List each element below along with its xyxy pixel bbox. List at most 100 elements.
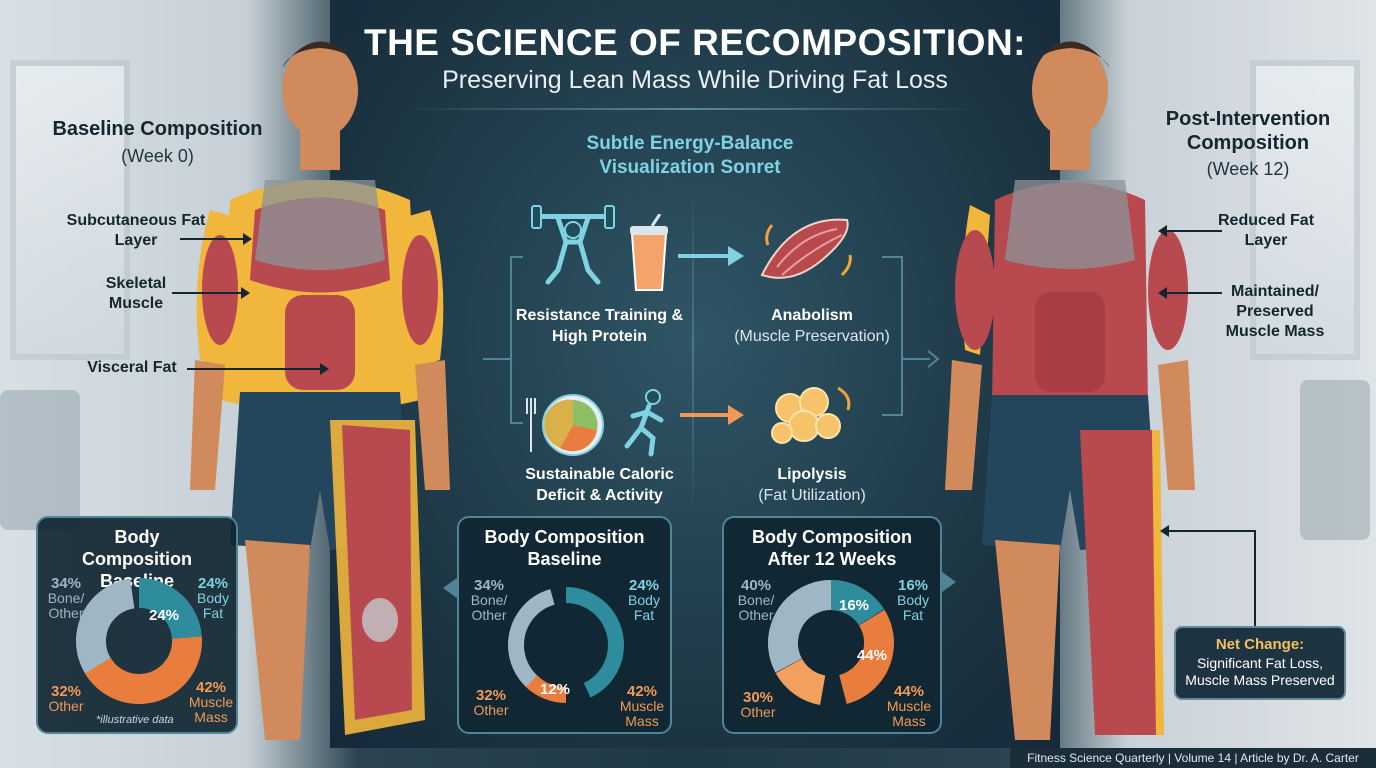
value: 32% <box>50 683 82 700</box>
pct-muscle-left: 42%Muscle Mass <box>186 680 236 725</box>
label-preserved-muscle: Maintained/ Preserved Muscle Mass <box>1225 283 1325 340</box>
pct-fat-middle: 24%Body Fat <box>621 578 667 623</box>
arrow-training-to-anabolism <box>678 254 730 258</box>
pct-muscle-middle: 42%Muscle Mass <box>617 684 667 729</box>
page-title: THE SCIENCE OF RECOMPOSITION: <box>363 22 1027 63</box>
section-label: Subtle Energy-Balance Visualization Sonr… <box>586 133 794 178</box>
arrow-reduced-fat <box>1158 225 1222 237</box>
value: 32% <box>475 687 507 704</box>
pct-fat-inner-right: 16% <box>838 597 870 614</box>
center-divider <box>692 185 694 515</box>
pct-other-middle: 32%Other <box>469 688 513 718</box>
value: 44% <box>893 683 925 700</box>
net-change-title: Net Change: <box>1215 636 1305 653</box>
value: 42% <box>626 683 658 700</box>
fat-cells-icon <box>771 386 851 444</box>
composition-card-baseline-left: Body Composition Baseline 34%Bone/ Other… <box>36 516 238 734</box>
arrow-visceral-fat <box>187 363 329 375</box>
value: 16% <box>897 577 929 594</box>
value: 40% <box>740 577 772 594</box>
pct-muscle-inner-right: 44% <box>856 647 888 664</box>
label-skeletal-muscle: Skeletal Muscle <box>105 275 167 312</box>
food-plate-icon <box>526 394 604 456</box>
donut-chart-baseline-middle <box>508 587 624 703</box>
value: 34% <box>473 577 505 594</box>
label: Body Fat <box>897 592 929 623</box>
title-divider <box>400 108 980 110</box>
label: Other <box>473 702 509 718</box>
baseline-body-figure <box>190 41 450 740</box>
label-lipolysis: Lipolysis (Fat Utilization) <box>712 464 912 506</box>
baseline-title: Baseline Composition <box>52 118 263 140</box>
pct-fat-inner-left: 24% <box>148 607 180 624</box>
arrow-deficit-to-lipolysis <box>680 413 730 417</box>
value: 30% <box>742 689 774 706</box>
value: 24% <box>197 575 229 592</box>
post-intervention-body-figure <box>945 41 1195 740</box>
value: 24% <box>628 577 660 594</box>
weightlifting-icon <box>531 205 615 285</box>
value: 34% <box>50 575 82 592</box>
net-change-pointer <box>1254 530 1256 626</box>
muscle-fiber-icon <box>760 218 852 279</box>
label-resistance-training: Resistance Training & High Protein <box>515 307 684 345</box>
value: 42% <box>195 679 227 696</box>
label: Other <box>48 698 84 714</box>
label: Muscle Mass <box>619 698 665 729</box>
pct-other-right: 30%Other <box>736 690 780 720</box>
label: Bone/ Other <box>47 590 85 621</box>
label: Bone/ Other <box>737 592 775 623</box>
net-change-pointer-arrow <box>1160 525 1254 537</box>
background-window-right <box>1250 60 1360 360</box>
background-treadmill-left <box>0 390 80 530</box>
pct-fat-right: 16%Body Fat <box>890 578 936 623</box>
post-intervention-week: (Week 12) <box>1206 159 1290 179</box>
pct-muscle-right: 44%Muscle Mass <box>884 684 934 729</box>
anabolism-title: Anabolism <box>771 307 853 324</box>
runner-icon <box>624 389 664 457</box>
background-treadmill-right <box>1300 380 1370 540</box>
lipolysis-title: Lipolysis <box>777 466 847 483</box>
page-subtitle: Preserving Lean Mass While Driving Fat L… <box>442 66 948 94</box>
pct-fat-left: 24%Body Fat <box>190 576 236 621</box>
donut-chart-baseline-left <box>76 578 202 704</box>
label-reduced-fat: Reduced Fat Layer <box>1218 212 1315 249</box>
arrow-subcutaneous-fat <box>180 233 252 245</box>
left-flow-bracket <box>483 256 523 424</box>
right-card-pointer <box>942 572 956 592</box>
middle-card-pointer <box>443 578 457 598</box>
label-anabolism: Anabolism (Muscle Preservation) <box>712 305 912 347</box>
pct-bone-right: 40%Bone/ Other <box>734 578 778 623</box>
illustrative-data-note: *illustrative data <box>96 714 174 726</box>
card-title: Body Composition Baseline <box>484 527 645 569</box>
baseline-week: (Week 0) <box>121 146 194 166</box>
pct-bone-middle: 34%Bone/ Other <box>467 578 511 623</box>
label-caloric-deficit: Sustainable Caloric Deficit & Activity <box>525 466 674 504</box>
label-subcutaneous-fat: Subcutaneous Fat Layer <box>66 212 206 249</box>
label: Bone/ Other <box>470 592 508 623</box>
net-change-text: Significant Fat Loss, Muscle Mass Preser… <box>1185 655 1335 688</box>
anabolism-subtitle: (Muscle Preservation) <box>734 328 890 345</box>
label: Body Fat <box>197 590 229 621</box>
lipolysis-subtitle: (Fat Utilization) <box>758 487 866 504</box>
protein-shaker-icon <box>630 214 668 291</box>
label-visceral-fat: Visceral Fat <box>87 359 177 376</box>
label: Other <box>740 704 776 720</box>
arrow-deficit-to-lipolysis-head <box>728 405 744 425</box>
footer-credit: Fitness Science Quarterly | Volume 14 | … <box>1010 748 1376 768</box>
post-intervention-title: Post-Intervention Composition <box>1165 108 1331 154</box>
arrow-preserved-muscle <box>1158 287 1222 299</box>
label: Muscle Mass <box>886 698 932 729</box>
composition-card-baseline-middle: Body Composition Baseline 34%Bone/ Other… <box>457 516 672 734</box>
pct-other-left: 32%Other <box>44 684 88 714</box>
composition-card-after-12-weeks: Body Composition After 12 Weeks 40%Bone/… <box>722 516 942 734</box>
arrow-training-to-anabolism-head <box>728 246 744 266</box>
card-title: Body Composition After 12 Weeks <box>752 527 912 569</box>
pct-inner-middle: 12% <box>539 681 571 698</box>
net-change-card: Net Change: Significant Fat Loss, Muscle… <box>1174 626 1346 700</box>
background-window-left <box>10 60 130 360</box>
arrow-skeletal-muscle <box>172 287 250 299</box>
donut-chart-after-12-weeks <box>768 580 894 706</box>
pct-bone-left: 34%Bone/ Other <box>44 576 88 621</box>
label: Muscle Mass <box>188 694 234 725</box>
